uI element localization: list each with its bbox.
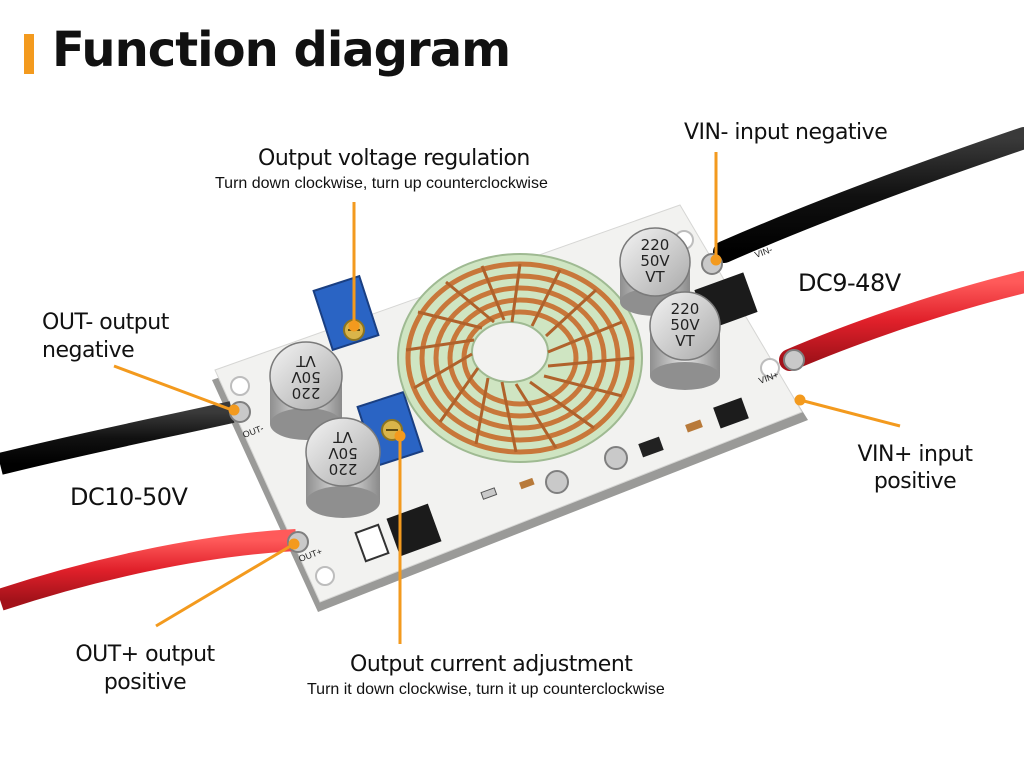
vin-positive-line-1: VIN+ input bbox=[857, 442, 973, 467]
output-voltage-title: Output voltage regulation bbox=[258, 146, 530, 171]
leader-dot-vin-negative bbox=[710, 254, 722, 266]
wire-vin-negative bbox=[713, 127, 1024, 263]
capacitor-2-label-3: VT bbox=[675, 332, 695, 350]
leader-lines bbox=[113, 152, 901, 644]
leader-dot-output-current bbox=[394, 430, 406, 442]
leader-dot-out-positive bbox=[288, 538, 300, 550]
capacitor-2-label-2: 50V bbox=[670, 316, 700, 334]
capacitor-4: 220 50V VT bbox=[305, 417, 381, 518]
vin-positive-line-2: positive bbox=[873, 469, 957, 494]
capacitor-1-label-2: 50V bbox=[640, 252, 670, 270]
page-title: Function diagram bbox=[52, 22, 511, 78]
leader-dot-out-negative bbox=[228, 404, 240, 416]
out-positive-line-2: positive bbox=[103, 670, 187, 695]
out-negative-line-2: negative bbox=[42, 338, 135, 363]
output-current-note: Turn it down clockwise, turn it up count… bbox=[307, 681, 665, 698]
input-range-label: DC9-48V bbox=[798, 269, 901, 297]
leader-dot-output-voltage bbox=[348, 320, 360, 332]
output-voltage-note: Turn down clockwise, turn up countercloc… bbox=[215, 175, 548, 192]
capacitor-4-label-2: 50V bbox=[328, 444, 358, 462]
output-range-label: DC10-50V bbox=[70, 483, 188, 511]
capacitor-3-label-1: 220 bbox=[292, 384, 321, 402]
leader-vin-positive bbox=[799, 398, 901, 428]
vin-negative-label: VIN- input negative bbox=[684, 120, 888, 145]
leader-out-positive bbox=[155, 542, 295, 628]
wire-out-positive bbox=[0, 529, 297, 611]
leader-out-negative bbox=[113, 364, 233, 412]
capacitor-3-label-2: 50V bbox=[291, 368, 321, 386]
leader-dot-vin-positive bbox=[794, 394, 806, 406]
capacitor-4-label-1: 220 bbox=[329, 460, 358, 478]
toroid-inductor bbox=[397, 253, 643, 463]
title-accent-bar bbox=[24, 34, 34, 74]
capacitor-3-label-3: VT bbox=[295, 352, 315, 370]
capacitor-1-label-3: VT bbox=[645, 268, 665, 286]
out-negative-line-1: OUT- output bbox=[42, 310, 169, 335]
capacitor-2-label-1: 220 bbox=[671, 300, 700, 318]
capacitor-1-label-1: 220 bbox=[641, 236, 670, 254]
capacitor-4-label-3: VT bbox=[332, 428, 352, 446]
wire-vin-positive bbox=[779, 271, 1024, 371]
wire-out-negative bbox=[0, 401, 235, 475]
out-positive-line-1: OUT+ output bbox=[75, 642, 215, 667]
output-current-title: Output current adjustment bbox=[350, 652, 633, 677]
capacitor-2: 220 50V VT bbox=[649, 291, 721, 390]
